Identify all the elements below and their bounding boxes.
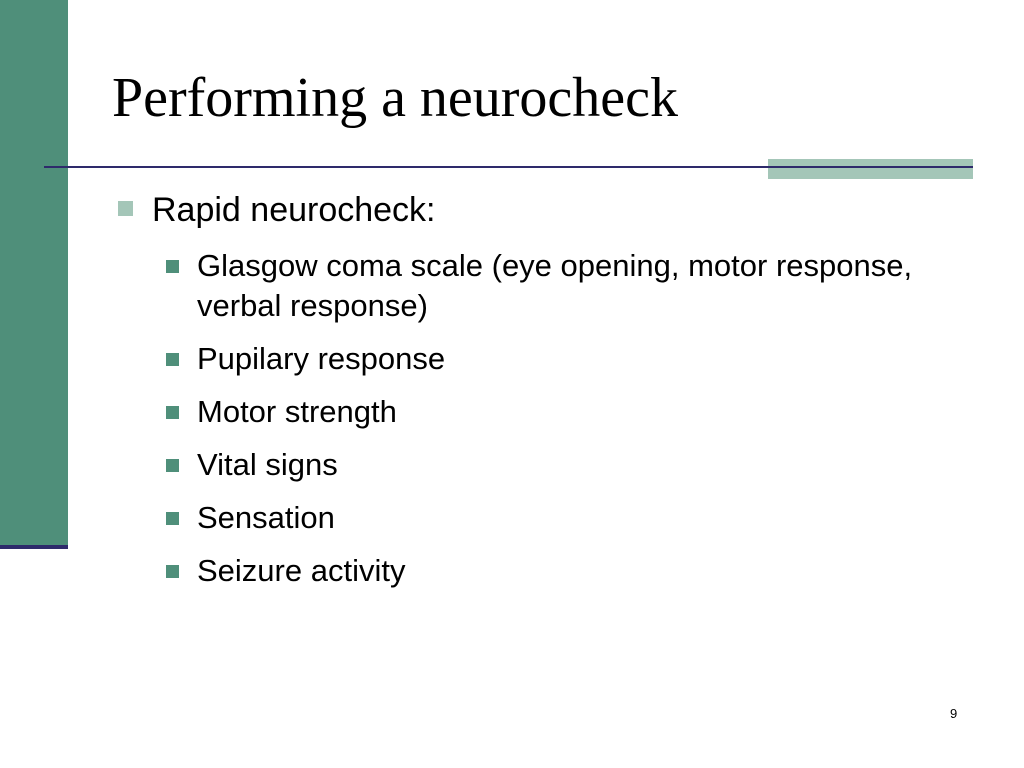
bullet-square-icon bbox=[166, 353, 179, 366]
list-item: Pupilary response bbox=[166, 339, 966, 379]
list-item-text: Seizure activity bbox=[197, 553, 406, 588]
list-item-text: Glasgow coma scale (eye opening, motor r… bbox=[197, 248, 913, 323]
sub-bullet-list: Glasgow coma scale (eye opening, motor r… bbox=[166, 246, 966, 604]
title-accent-block bbox=[768, 159, 973, 179]
list-item-text: Sensation bbox=[197, 500, 335, 535]
bullet-square-icon bbox=[166, 512, 179, 525]
page-number: 9 bbox=[950, 706, 958, 721]
bullet-level1-text: Rapid neurocheck: bbox=[152, 191, 436, 229]
list-item: Sensation bbox=[166, 498, 966, 538]
left-accent-underline bbox=[0, 545, 68, 549]
list-item: Motor strength bbox=[166, 392, 966, 432]
list-item-text: Vital signs bbox=[197, 447, 338, 482]
bullet-square-icon bbox=[166, 260, 179, 273]
list-item: Vital signs bbox=[166, 445, 966, 485]
list-item: Seizure activity bbox=[166, 551, 966, 591]
left-accent-bar bbox=[0, 0, 68, 545]
list-item-text: Pupilary response bbox=[197, 341, 446, 376]
slide-title: Performing a neurocheck bbox=[112, 67, 678, 129]
bullet-square-icon bbox=[118, 201, 133, 216]
bullet-square-icon bbox=[166, 406, 179, 419]
bullet-square-icon bbox=[166, 459, 179, 472]
bullet-square-icon bbox=[166, 565, 179, 578]
list-item: Glasgow coma scale (eye opening, motor r… bbox=[166, 246, 966, 326]
title-divider bbox=[44, 166, 972, 168]
accent-stripe bbox=[768, 166, 973, 168]
list-item-text: Motor strength bbox=[197, 394, 397, 429]
